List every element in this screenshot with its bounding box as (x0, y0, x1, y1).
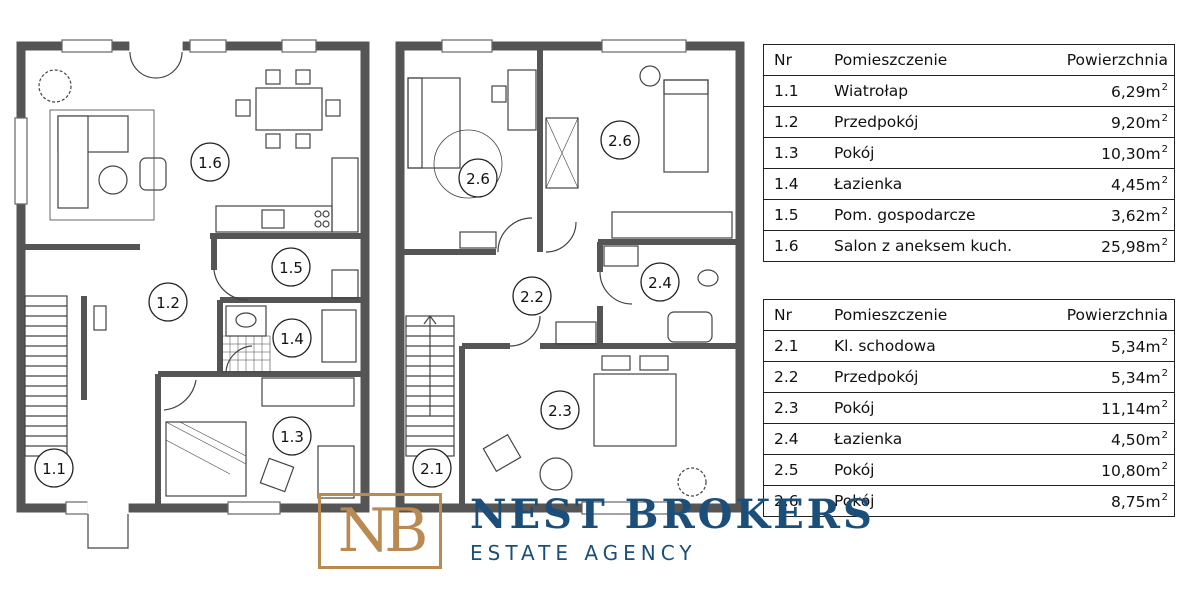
room-marker-1-5: 1.5 (271, 247, 311, 287)
room-marker-2-6b: 2.6 (600, 120, 640, 160)
row-room: Salon z aneksem kuch. (824, 230, 1043, 262)
logo-monogram-frame (318, 493, 442, 569)
svg-text:1.1: 1.1 (42, 460, 66, 478)
svg-text:1.4: 1.4 (280, 330, 304, 348)
row-area: 10,80m2 (1008, 454, 1175, 486)
table-header-row: Nr Pomieszczenie Powierzchnia (763, 299, 1175, 331)
header-room: Pomieszczenie (824, 299, 1009, 331)
row-room: Przedpokój (824, 106, 1043, 138)
row-nr: 2.4 (763, 423, 824, 455)
row-nr: 1.4 (763, 168, 824, 200)
header-area: Powierzchnia (1042, 44, 1175, 76)
row-nr: 1.2 (763, 106, 824, 138)
room-marker-2-4: 2.4 (640, 262, 680, 302)
logo-tagline: ESTATE AGENCY (470, 541, 697, 565)
row-area: 3,62m2 (1042, 199, 1175, 231)
row-nr: 2.3 (763, 392, 824, 424)
svg-text:1.2: 1.2 (156, 294, 180, 312)
header-room: Pomieszczenie (824, 44, 1043, 76)
upper-floor-outer-wall (395, 41, 745, 513)
svg-text:2.6: 2.6 (608, 132, 632, 150)
row-area: 5,34m2 (1008, 330, 1175, 362)
row-area: 10,30m2 (1042, 137, 1175, 169)
header-nr: Nr (763, 299, 824, 331)
svg-text:2.6: 2.6 (466, 170, 490, 188)
ground-floor-outer-wall (16, 41, 370, 513)
room-marker-2-3: 2.3 (540, 390, 580, 430)
room-marker-2-2: 2.2 (512, 276, 552, 316)
room-marker-1-6: 1.6 (190, 142, 230, 182)
svg-text:1.6: 1.6 (198, 154, 222, 172)
room-marker-2-6a: 2.6 (458, 158, 498, 198)
row-room: Wiatrołap (824, 75, 1043, 107)
floor-plan: 1.6 1.5 1.2 1.4 1.3 1.1 2.6 2.6 2.2 2.4 … (14, 39, 745, 549)
row-nr: 1.5 (763, 199, 824, 231)
row-nr: 2.6 (763, 485, 824, 517)
row-room: Kl. schodowa (824, 330, 1009, 362)
row-nr: 1.1 (763, 75, 824, 107)
row-room: Pom. gospodarcze (824, 199, 1043, 231)
row-area: 8,75m2 (1008, 485, 1175, 517)
room-marker-1-2: 1.2 (148, 282, 188, 322)
row-area: 6,29m2 (1042, 75, 1175, 107)
row-room: Łazienka (824, 423, 1009, 455)
room-markers: 1.6 1.5 1.2 1.4 1.3 1.1 2.6 2.6 2.2 2.4 … (34, 120, 680, 488)
svg-text:2.2: 2.2 (520, 288, 544, 306)
row-nr: 2.1 (763, 330, 824, 362)
svg-text:1.3: 1.3 (280, 428, 304, 446)
row-room: Pokój (824, 137, 1043, 169)
row-area: 4,50m2 (1008, 423, 1175, 455)
svg-text:1.5: 1.5 (279, 259, 303, 277)
row-area: 25,98m2 (1042, 230, 1175, 262)
logo-monogram: NB (337, 496, 429, 566)
row-area: 11,14m2 (1008, 392, 1175, 424)
room-marker-2-1: 2.1 (412, 448, 452, 488)
ground-floor-plan (14, 39, 370, 549)
row-nr: 1.6 (763, 230, 824, 262)
nest-brokers-logo: NB NEST BROKERS ESTATE AGENCY (318, 491, 878, 575)
row-room: Łazienka (824, 168, 1043, 200)
row-area: 9,20m2 (1042, 106, 1175, 138)
row-nr: 2.2 (763, 361, 824, 393)
room-marker-1-4: 1.4 (272, 318, 312, 358)
row-room: Przedpokój (824, 361, 1009, 393)
header-nr: Nr (763, 44, 824, 76)
logo-company-name: NEST BROKERS (470, 491, 875, 538)
table-header-row: Nr Pomieszczenie Powierzchnia (763, 44, 1175, 76)
room-marker-1-1: 1.1 (34, 448, 74, 488)
row-nr: 2.5 (763, 454, 824, 486)
room-marker-1-3: 1.3 (272, 416, 312, 456)
row-area: 4,45m2 (1042, 168, 1175, 200)
row-area: 5,34m2 (1008, 361, 1175, 393)
svg-text:2.3: 2.3 (548, 402, 572, 420)
svg-text:2.4: 2.4 (648, 274, 672, 292)
svg-text:2.1: 2.1 (420, 460, 444, 478)
upper-floor-plan (395, 39, 745, 515)
row-nr: 1.3 (763, 137, 824, 169)
row-room: Pokój (824, 485, 1009, 517)
row-room: Pokój (824, 392, 1009, 424)
header-area: Powierzchnia (1008, 299, 1175, 331)
row-room: Pokój (824, 454, 1009, 486)
